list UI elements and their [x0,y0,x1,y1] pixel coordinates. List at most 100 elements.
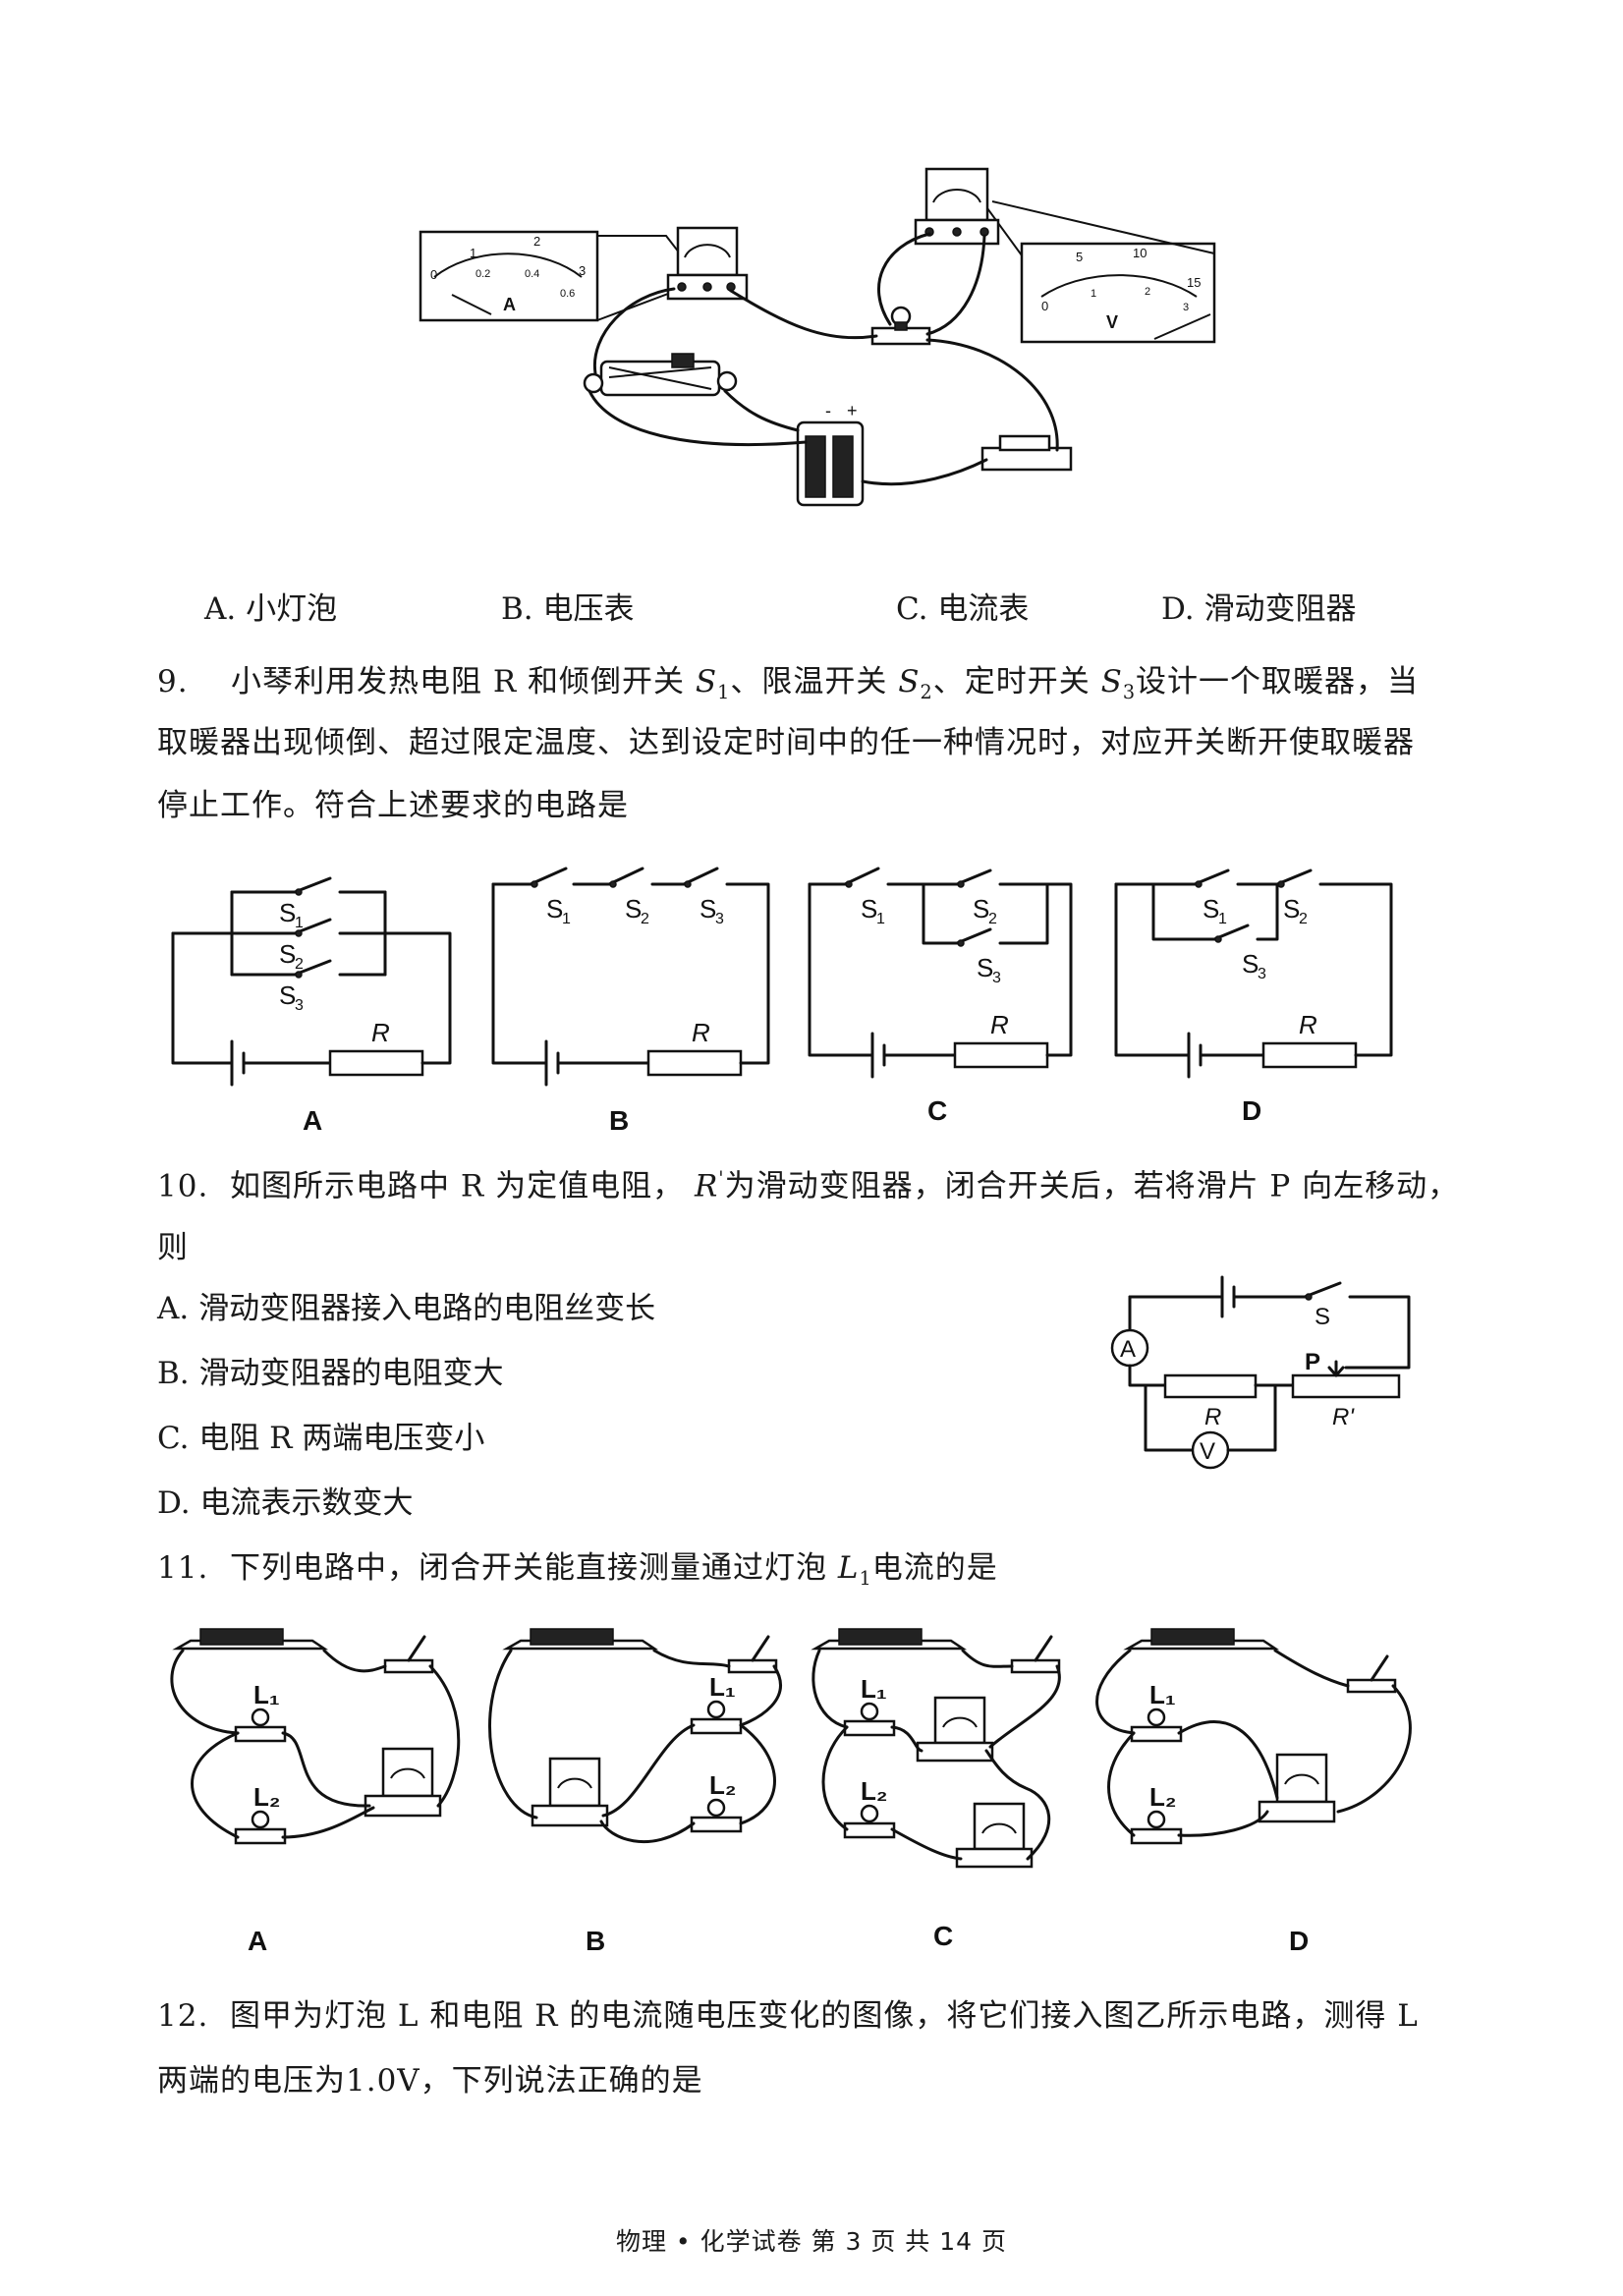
svg-text:S: S [973,894,989,924]
voltmeter-tick-1: 1 [1091,288,1096,300]
q11-text-b: 电流的是 [871,1550,998,1586]
page-footer: 物理 • 化学试卷 第 3 页 共 14 页 [615,2227,1008,2256]
voltmeter-tick-5: 5 [1076,250,1083,264]
q11-sym-l: L [837,1550,860,1586]
battery-minus: - [825,401,831,420]
svg-text:L₁: L₁ [709,1672,736,1702]
q11-number: 11. [157,1550,209,1586]
svg-text:S: S [1283,894,1300,924]
q11b-letter: B [586,1926,605,1956]
svg-text:3: 3 [1258,966,1266,982]
q8-option-b[interactable]: B. 电压表 [501,591,635,627]
q11-circuit-d: L₁ L₂ D [1095,1628,1412,1956]
svg-text:L₁: L₁ [1149,1680,1176,1709]
q11-sub: 1 [859,1567,872,1591]
q11c-letter: C [933,1921,953,1951]
q11a-letter: A [248,1926,267,1956]
svg-text:3: 3 [715,911,724,927]
voltmeter-tick-3: 3 [1183,302,1189,313]
q10-slider-label: P [1305,1349,1320,1375]
q9-sub-3: 3 [1122,681,1137,704]
svg-text:S: S [546,894,563,924]
battery-plus: + [847,401,858,420]
q9-sub-2: 2 [920,681,933,704]
svg-text:L₂: L₂ [253,1782,280,1812]
q9a-s2: S [279,939,296,969]
q10-circuit: A V S P R R' [1110,1275,1411,1470]
q8-option-d[interactable]: D. 滑动变阻器 [1161,591,1357,627]
q8-option-c[interactable]: C. 电流表 [896,591,1030,627]
svg-text:S: S [625,894,642,924]
svg-text:2: 2 [1299,911,1308,927]
q10-number: 10. [157,1168,209,1204]
q9a-letter: A [303,1105,322,1136]
svg-text:1: 1 [562,911,571,927]
q10-ammeter-label: A [1120,1336,1136,1363]
svg-text:L₁: L₁ [253,1680,280,1709]
svg-text:1: 1 [295,915,304,931]
q12-text-1: 图甲为灯泡 L 和电阻 R 的电流随电压变化的图像，将它们接入图乙所示电路，测得… [230,1998,1419,2034]
voltmeter-tick-2: 2 [1145,286,1150,298]
svg-text:S: S [861,894,877,924]
q10-option-d[interactable]: D. 电流表示数变大 [157,1485,414,1521]
q10-option-b[interactable]: B. 滑动变阻器的电阻变大 [157,1356,504,1391]
rheostat-device [583,353,738,397]
q10-prime: ' [718,1167,725,1190]
q10-rp-label: R' [1332,1404,1355,1430]
q10-option-a[interactable]: A. 滑动变阻器接入电路的电阻丝变长 [157,1291,656,1326]
q10-line-2: 则 [157,1230,189,1265]
svg-text:L₂: L₂ [1149,1782,1176,1812]
ammeter-tick-0: 0 [430,267,437,282]
q11-line: 11. 下列电路中，闭合开关能直接测量通过灯泡 L1电流的是 [157,1548,998,1598]
lamp-device [870,306,931,346]
q9-line-3: 停止工作。符合上述要求的电路是 [157,788,629,823]
q9-sym-s2: S [898,664,921,700]
svg-text:2: 2 [641,911,649,927]
q9-circuit-a: S1 S2 S3 R A [171,876,452,1136]
q9-circuits: S1 S2 S3 R A S1 S2 S3 R B S1 S2 S3 R [171,867,1393,1136]
q10-text-b: 为滑动变阻器，闭合开关后，若将滑片 P 向左移动， [724,1168,1460,1204]
svg-text:L₂: L₂ [861,1776,887,1806]
q8-apparatus-figure: 0 1 2 3 0.2 0.4 0.6 A 0 5 10 15 1 2 3 V [419,167,1216,507]
svg-text:3: 3 [295,997,304,1014]
svg-text:2: 2 [295,956,304,973]
q10-option-c[interactable]: C. 电阻 R 两端电压变小 [157,1421,485,1456]
q10-sym-r: R [694,1168,719,1204]
svg-text:R: R [1299,1010,1317,1039]
q9-number: 9. [157,664,189,700]
voltmeter-device [914,167,1000,246]
svg-text:L₂: L₂ [709,1770,736,1800]
q11-circuit-c: L₁ L₂ C [811,1628,1061,1951]
battery-device: - + [796,401,865,507]
q10-r-label: R [1204,1404,1221,1430]
ammeter-tick-02: 0.2 [476,268,490,280]
q10-line-1: 10. 如图所示电路中 R 为定值电阻， R'为滑动变阻器，闭合开关后，若将滑片… [157,1159,1459,1205]
q12-line-1: 12. 图甲为灯泡 L 和电阻 R 的电流随电压变化的图像，将它们接入图乙所示电… [157,1996,1419,2036]
voltmeter-tick-15: 15 [1187,275,1201,290]
svg-text:S: S [1242,949,1259,979]
q10-voltmeter-label: V [1200,1438,1215,1465]
q12-line-2: 两端的电压为1.0V，下列说法正确的是 [157,2063,703,2099]
q9a-r: R [371,1018,390,1047]
q9a-s1: S [279,898,296,927]
q8-option-a[interactable]: A. 小灯泡 [204,591,338,627]
svg-text:1: 1 [876,911,885,927]
q9-circuit-b: S1 S2 S3 R B [491,867,770,1136]
q9-text-c: 、定时开关 [932,664,1101,700]
svg-text:3: 3 [992,970,1001,986]
voltmeter-tick-10: 10 [1133,246,1147,260]
q9-circuit-d: S1 S2 S3 R D [1114,868,1393,1126]
q9c-letter: C [927,1095,947,1126]
ammeter-dial-panel: 0 1 2 3 0.2 0.4 0.6 A [419,230,684,322]
q11-circuit-a: L₁ L₂ A [170,1628,461,1956]
q9a-s3: S [279,980,296,1010]
q9-sym-s3: S [1100,664,1123,700]
svg-text:S: S [700,894,716,924]
svg-text:S: S [977,953,993,982]
svg-text:2: 2 [988,911,997,927]
q11-circuit-b: L₁ L₂ B [488,1628,782,1956]
q9-circuit-c: S1 S2 S3 R C [808,867,1073,1126]
q10-switch-label: S [1315,1304,1330,1330]
q9-sub-1: 1 [717,681,731,704]
q9-text-b: 、限温开关 [730,664,899,700]
